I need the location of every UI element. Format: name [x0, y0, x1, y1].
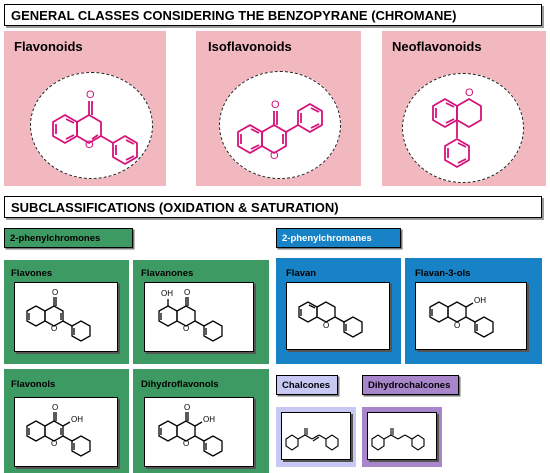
card-label: Flavanones [141, 268, 194, 279]
card-dihydroflavonols: Dihydroflavonols O OH O [133, 369, 269, 473]
subheader-title: SUBCLASSIFICATIONS (OXIDATION & SATURATI… [4, 196, 542, 218]
group-tag-phenylchromones: 2-phenylchromones [4, 228, 133, 248]
subheader-text: SUBCLASSIFICATIONS (OXIDATION & SATURATI… [11, 199, 339, 215]
card-label: Dihydroflavonols [141, 379, 219, 390]
structure-box: OH O [415, 282, 527, 350]
structure-circle: O O [219, 71, 341, 179]
oxygen-label: O [270, 150, 279, 162]
hydroxyl-label: OH [474, 296, 486, 305]
card-label: Flavan-3-ols [415, 268, 471, 279]
flavan-3-ol-structure: OH O [429, 296, 494, 338]
oxygen-label: O [184, 288, 190, 297]
card-flavonols: Flavonols O OH O [4, 369, 129, 473]
class-label-isoflavonoids: Isoflavonoids [208, 39, 292, 54]
class-label-neoflavonoids: Neoflavonoids [392, 39, 482, 54]
flavone-structure: O O [26, 288, 91, 342]
chalcone-structure [285, 428, 339, 451]
class-panel-isoflavonoids: Isoflavonoids O O [196, 31, 361, 186]
oxygen-label: O [51, 324, 57, 333]
oxygen-label: O [323, 321, 329, 330]
class-panel-neoflavonoids: Neoflavonoids O [382, 31, 546, 186]
tag-label: Chalcones [282, 379, 331, 391]
tag-label: Dihydrochalcones [368, 379, 451, 391]
oxygen-label: O [51, 439, 57, 448]
structure-box: O O [14, 282, 118, 352]
isoflavone-structure: O O [237, 99, 323, 162]
structure-circle: O O [30, 72, 153, 179]
hydroxyl-label: OH [203, 415, 215, 424]
flavanone-structure: OH O O [158, 288, 223, 342]
oxygen-label: O [454, 321, 460, 330]
card-flavan-3-ols: Flavan-3-ols OH O [405, 258, 542, 364]
dihydrochalcone-structure [371, 428, 425, 451]
neoflavonoid-structure: O [432, 87, 482, 168]
structure-box: O OH O [144, 397, 254, 467]
oxygen-label: O [271, 99, 280, 111]
card-dihydrochalcones [362, 407, 442, 467]
flavone-structure: O O [52, 89, 138, 165]
flavan-structure: O [298, 301, 363, 338]
structure-box [367, 412, 437, 460]
dihydroflavonol-structure: O OH O [158, 403, 223, 457]
header-text: GENERAL CLASSES CONSIDERING THE BENZOPYR… [11, 7, 457, 23]
tag-dihydrochalcones: Dihydrochalcones [362, 375, 459, 395]
structure-box: O [286, 282, 390, 350]
oxygen-label: O [184, 403, 190, 412]
hydroxyl-label: OH [161, 289, 173, 298]
structure-box: O OH O [14, 397, 118, 467]
group-tag-label: 2-phenylchromanes [282, 232, 372, 244]
flavonol-structure: O OH O [26, 403, 91, 457]
card-label: Flavones [11, 268, 53, 279]
structure-circle: O [402, 73, 524, 183]
header-title: GENERAL CLASSES CONSIDERING THE BENZOPYR… [4, 4, 542, 26]
oxygen-label: O [52, 288, 58, 297]
oxygen-label: O [183, 324, 189, 333]
oxygen-label: O [86, 89, 95, 101]
group-tag-phenylchromanes: 2-phenylchromanes [276, 228, 401, 248]
card-flavones: Flavones O O [4, 260, 129, 364]
structure-box [281, 412, 351, 460]
card-label: Flavan [286, 268, 317, 279]
oxygen-label: O [85, 139, 94, 151]
card-label: Flavonols [11, 379, 56, 390]
card-flavanones: Flavanones OH O O [133, 260, 269, 364]
class-label-flavonoids: Flavonoids [14, 39, 83, 54]
oxygen-label: O [465, 87, 474, 99]
class-panel-flavonoids: Flavonoids O O [4, 31, 166, 186]
tag-chalcones: Chalcones [276, 375, 338, 395]
card-flavan: Flavan O [276, 258, 401, 364]
group-tag-label: 2-phenylchromones [10, 232, 101, 244]
structure-box: OH O O [144, 282, 254, 352]
oxygen-label: O [52, 403, 58, 412]
oxygen-label: O [183, 439, 189, 448]
card-chalcones [276, 407, 356, 467]
hydroxyl-label: OH [71, 415, 83, 424]
